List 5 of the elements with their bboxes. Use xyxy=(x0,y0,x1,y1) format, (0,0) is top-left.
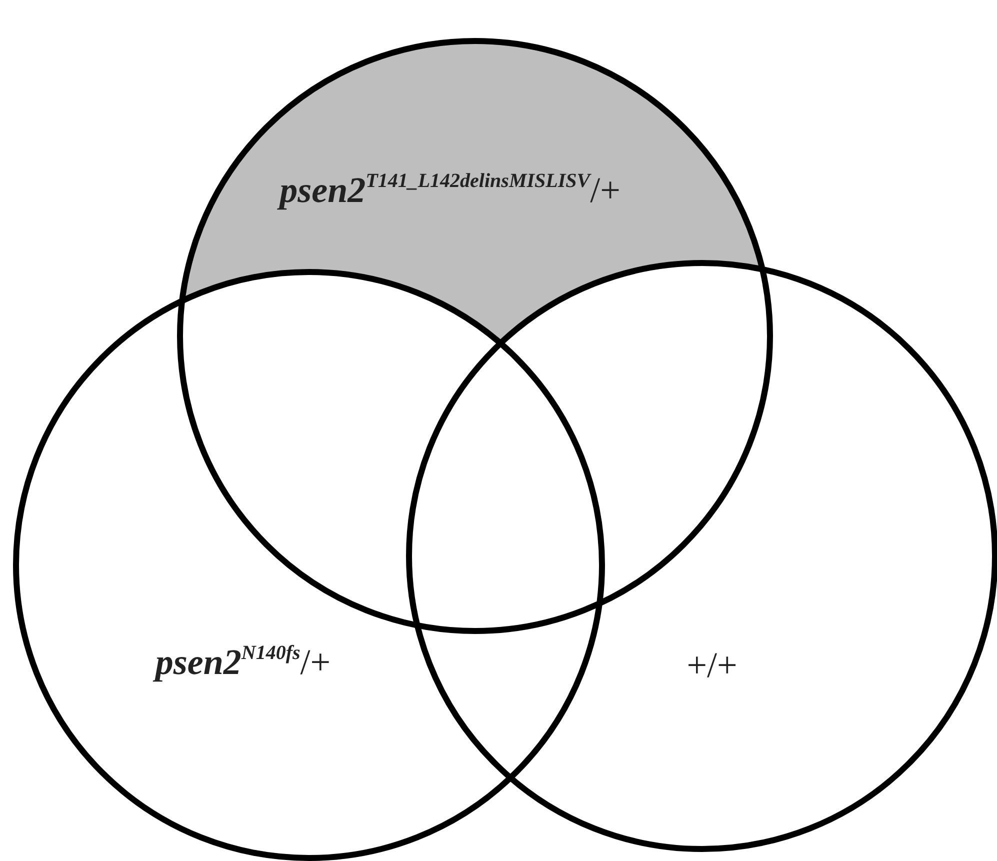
venn-circle xyxy=(13,269,605,861)
genotype-label: +/+ xyxy=(686,644,738,686)
genotype-label: psen2$^{T141_L142delinsMISLISV}$/+ xyxy=(280,169,620,211)
venn-circle xyxy=(177,38,773,634)
genotype-label: psen2$^{N140fs}$/+ xyxy=(155,641,331,683)
